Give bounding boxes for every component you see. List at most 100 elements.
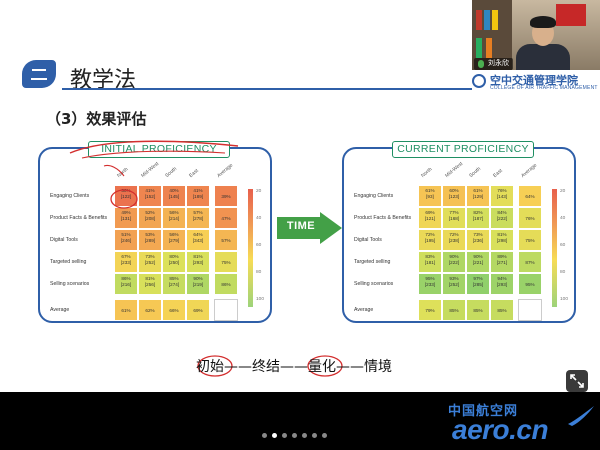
heatmap-cell: 51%[246] (114, 229, 138, 251)
section-number-badge (22, 60, 56, 88)
heatmap-cell: 73%[236] (466, 229, 490, 251)
heatmap-cell: 83%[181] (418, 251, 442, 273)
fullscreen-button[interactable] (566, 370, 588, 392)
column-header: Average (520, 162, 539, 179)
scale-tick-label: 60 (560, 243, 566, 248)
heatmap-cell: 56%[214] (162, 207, 186, 229)
heatmap-cell: 64% (518, 185, 542, 207)
caption-separator: —— (224, 359, 252, 375)
page-dot[interactable] (282, 433, 287, 438)
webcam-video[interactable] (472, 0, 600, 70)
heatmap-cell: 97%[285] (466, 273, 490, 295)
heatmap-cell: 81%[293] (186, 251, 210, 273)
heatmap-cell: 69%[121] (418, 207, 442, 229)
cell-percent: 60% (449, 188, 459, 193)
book (476, 10, 482, 30)
page-dot[interactable] (322, 433, 327, 438)
cell-count: [256] (144, 282, 156, 287)
cell-percent: 87% (525, 260, 535, 265)
page-dot[interactable] (262, 433, 267, 438)
column-header: South (164, 165, 179, 179)
cell-count: [222] (496, 216, 508, 221)
college-name: 空中交通管理学院 (490, 74, 578, 87)
page-dot[interactable] (312, 433, 317, 438)
heatmap-cell: 95%[233] (418, 273, 442, 295)
cell-percent: 73% (473, 232, 483, 237)
watermark-en: aero.cn (452, 414, 549, 445)
cell-percent: 81% (497, 232, 507, 237)
cell-percent: 40% (169, 188, 179, 193)
caption-part: 量化 (308, 359, 336, 375)
heatmap-cell: 41%[189] (186, 185, 210, 207)
section-heading: 教学法 (0, 60, 480, 93)
color-scale (552, 189, 557, 307)
heatmap-cell: 90%[221] (466, 251, 490, 273)
column-header: Mid-West (140, 160, 161, 179)
cell-percent: 64% (525, 194, 535, 199)
heatmap-cell: 57% (214, 229, 238, 251)
watermark: 中国航空网 aero.cn (448, 398, 598, 450)
row-header: Targeted selling (354, 259, 391, 265)
arrow-head-icon (320, 212, 342, 244)
cell-percent: 72% (449, 232, 459, 237)
cell-count: [246] (120, 238, 132, 243)
cell-percent: 76% (497, 188, 507, 193)
page-dot[interactable] (272, 433, 277, 438)
presenter-name: 刘永欣 (488, 60, 509, 67)
cell-count: [216] (120, 282, 132, 287)
cell-percent: 47% (221, 216, 231, 221)
cell-percent: 85% (473, 308, 483, 313)
cell-percent: 81% (145, 276, 155, 281)
heatmap-cell: 81%[256] (138, 273, 162, 295)
cell-percent: 76% (525, 216, 535, 221)
wall-poster (556, 4, 586, 26)
cell-count: [122] (120, 194, 132, 199)
cell-count: [121] (424, 216, 436, 221)
cell-percent: 86% (221, 282, 231, 287)
heatmap-cell: 84%[222] (490, 207, 514, 229)
cell-count: [233] (424, 282, 436, 287)
cell-count: [222] (448, 260, 460, 265)
row-header: Engaging Clients (50, 193, 90, 199)
heatmap-cell: 85% (490, 299, 514, 321)
cell-percent: 57% (221, 238, 231, 243)
microphone-icon (478, 60, 484, 68)
scale-tick-label: 60 (256, 243, 262, 248)
scale-tick-label: 80 (560, 270, 566, 275)
column-header: East (492, 167, 504, 179)
cell-percent: 93% (449, 276, 459, 281)
row-header: Product Facts & Benefits (50, 215, 108, 221)
heatmap-cell: 52%[208] (138, 207, 162, 229)
column-header: South (468, 165, 483, 179)
college-emblem-icon (472, 74, 486, 88)
heatmap-cell: 61%[93] (418, 185, 442, 207)
row-header: Selling scenarios (354, 281, 394, 287)
expand-icon (570, 374, 584, 388)
scale-tick-label: 20 (560, 189, 566, 194)
heatmap-cell (518, 299, 542, 321)
panel-title: CURRENT PROFICIENCY (392, 141, 534, 158)
cell-count: [168] (448, 216, 460, 221)
cell-percent: 56% (169, 210, 179, 215)
heatmap-cell: 62% (138, 299, 162, 321)
cell-count: [250] (168, 260, 180, 265)
heatmap-cell: 82%[187] (466, 207, 490, 229)
cell-count: [238] (448, 238, 460, 243)
page-dot[interactable] (292, 433, 297, 438)
cell-count: [278] (192, 216, 204, 221)
heatmap-cell: 41%[152] (138, 185, 162, 207)
cell-percent: 80% (169, 254, 179, 259)
heatmap-cell: 87% (518, 251, 542, 273)
row-header: Engaging Clients (354, 193, 394, 199)
column-header: Average (216, 162, 235, 179)
cell-count: [221] (472, 260, 484, 265)
cell-percent: 85% (497, 308, 507, 313)
heading-underline (62, 88, 472, 90)
cell-percent: 67% (121, 254, 131, 259)
page-dot[interactable] (302, 433, 307, 438)
heatmap-cell: 95% (518, 273, 542, 295)
cell-count: [181] (424, 260, 436, 265)
cell-percent: 90% (193, 276, 203, 281)
heatmap-cell: 47% (214, 207, 238, 229)
cell-percent: 69% (425, 210, 435, 215)
